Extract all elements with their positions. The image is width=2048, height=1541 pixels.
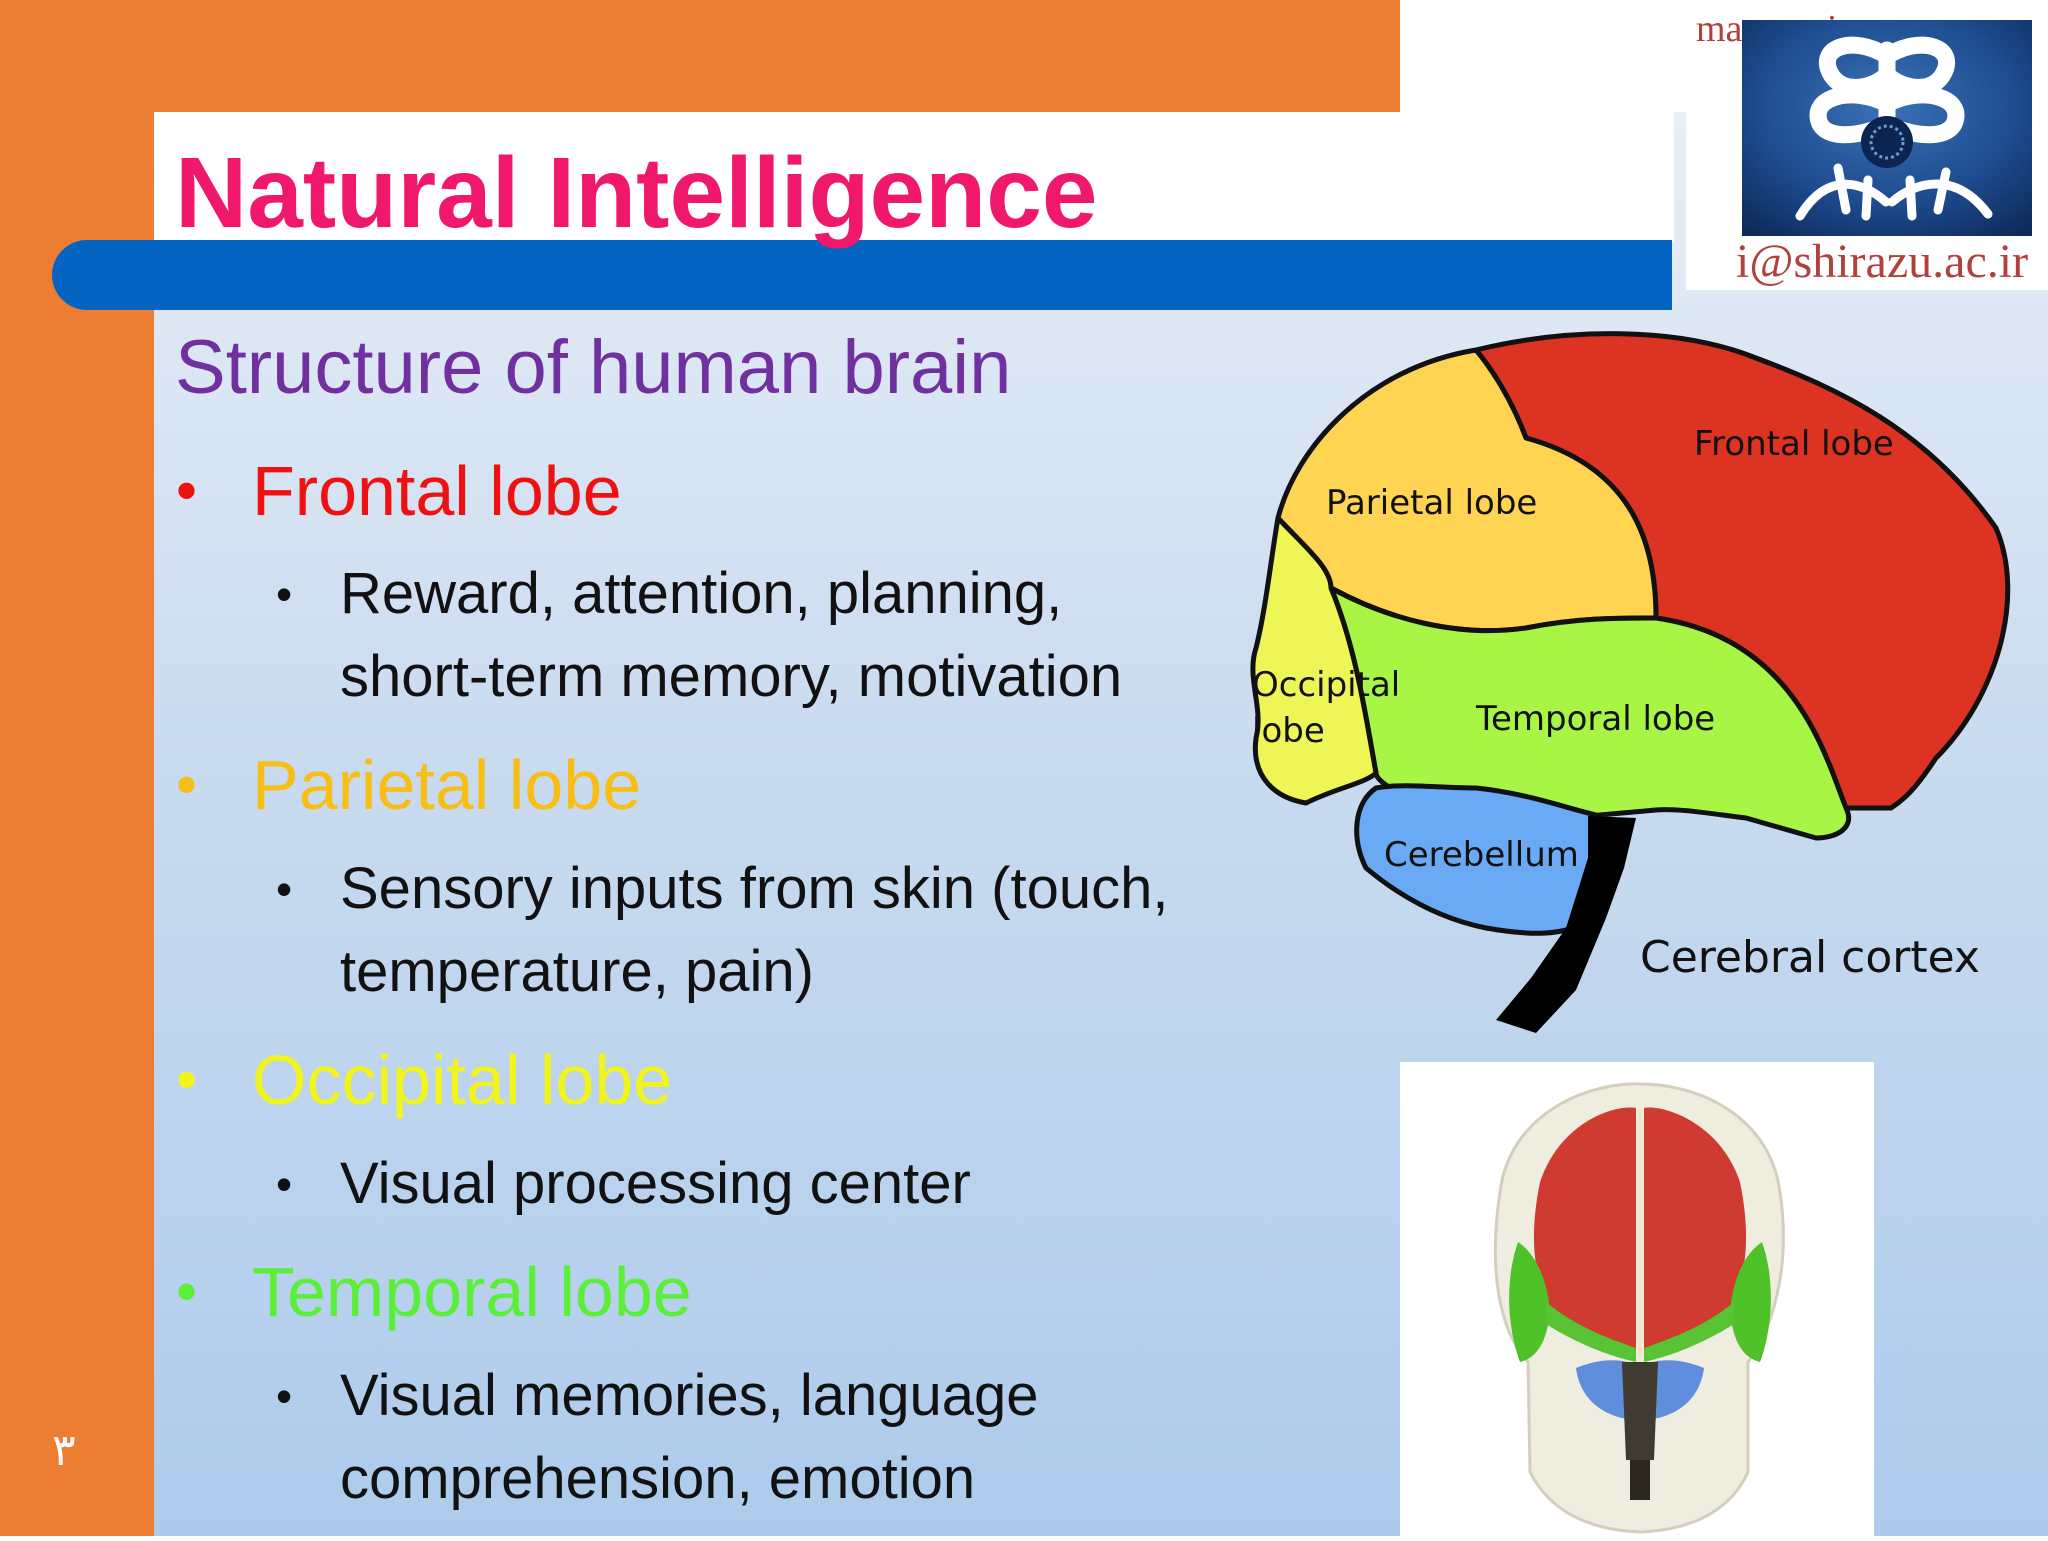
detail-text: comprehension, emotion [340, 1446, 976, 1511]
university-logo: mansoori i@shirazu.ac.ir [1686, 8, 2048, 290]
detail-text: Visual processing center [340, 1151, 971, 1216]
bullet-dot: • [176, 1046, 198, 1113]
page-number: ۳ [52, 1426, 76, 1475]
bullet-label: Temporal lobe [252, 1253, 692, 1331]
orange-side-band [0, 0, 154, 1536]
sub-bullet-dot: • [276, 1158, 293, 1210]
title-underline-bar [52, 240, 1672, 310]
logo-vertical-text: mansoori [1696, 10, 1837, 48]
bullet-label: Occipital lobe [252, 1041, 673, 1119]
label-temporal-lobe: Temporal lobe [1475, 699, 1715, 739]
occipital-lobe-region [1250, 515, 1379, 806]
detail-text: temperature, pain) [340, 939, 814, 1004]
sub-bullet-dot: • [276, 863, 293, 915]
orange-header-band [0, 0, 1400, 112]
logo-email-text: i@shirazu.ac.ir [1736, 235, 2029, 288]
bullet-dot: • [176, 751, 198, 818]
title-tab [154, 112, 1674, 242]
label-occipital-line2: lobe [1252, 711, 1325, 751]
sub-bullet-dot: • [276, 568, 293, 620]
slide-title: Natural Intelligence [175, 137, 1098, 249]
label-occipital-line1: Occipital [1252, 665, 1400, 705]
brain-lobes-diagram: Frontal lobe Parietal lobe Occipital lob… [1250, 331, 2011, 1033]
label-cerebellum: Cerebellum [1384, 835, 1579, 875]
bullet-label: Frontal lobe [252, 452, 622, 530]
brainstem-region [1496, 816, 1636, 1033]
skull-brain-illustration-icon [1493, 1082, 1785, 1534]
shiraz-university-emblem-icon [1742, 20, 2032, 236]
label-frontal-lobe: Frontal lobe [1694, 424, 1894, 464]
bullet-label: Parietal lobe [252, 746, 642, 824]
label-parietal-lobe: Parietal lobe [1326, 483, 1537, 523]
detail-text: short-term memory, motivation [340, 644, 1123, 709]
sub-bullet-dot: • [276, 1370, 293, 1422]
detail-text: Sensory inputs from skin (touch, [340, 856, 1169, 921]
label-cerebral-cortex: Cerebral cortex [1640, 932, 1980, 983]
slide-subtitle: Structure of human brain [175, 325, 1012, 410]
temporal-lobe-region [1328, 585, 1852, 841]
bullet-dot: • [176, 457, 198, 524]
bullet-dot: • [176, 1258, 198, 1325]
detail-text: Reward, attention, planning, [340, 561, 1063, 626]
skull-brain-image [1400, 1062, 1874, 1536]
detail-text: Visual memories, language [340, 1363, 1039, 1428]
